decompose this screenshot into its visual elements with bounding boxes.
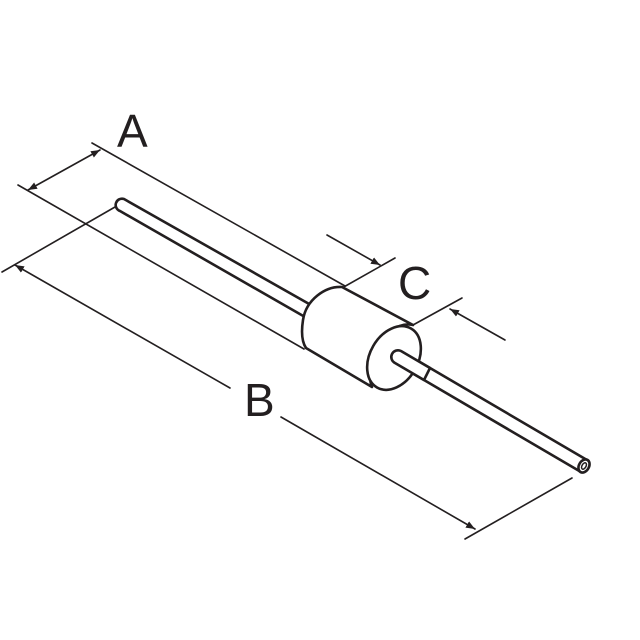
dimension-line-b-right — [280, 416, 476, 530]
dimension-label-a: A — [117, 105, 148, 157]
extension-line-c-left — [341, 257, 396, 289]
dimension-line-a — [27, 149, 101, 191]
dimension-line-b-left — [14, 264, 231, 389]
extension-line-a-top — [91, 142, 346, 287]
dimension-arrow-c-right — [449, 308, 506, 341]
extension-line-a-bottom — [17, 184, 305, 350]
right-lead-end-inner — [580, 462, 588, 470]
dimension-label-b: B — [244, 374, 275, 426]
dimension-label-c: C — [398, 257, 432, 309]
extension-line-b-right — [464, 477, 573, 540]
lead-stub — [390, 349, 432, 382]
left-lead — [114, 197, 320, 323]
extension-line-b-left — [1, 206, 116, 273]
dimension-arrow-c-left — [326, 234, 381, 266]
extension-line-c-right — [412, 297, 463, 326]
